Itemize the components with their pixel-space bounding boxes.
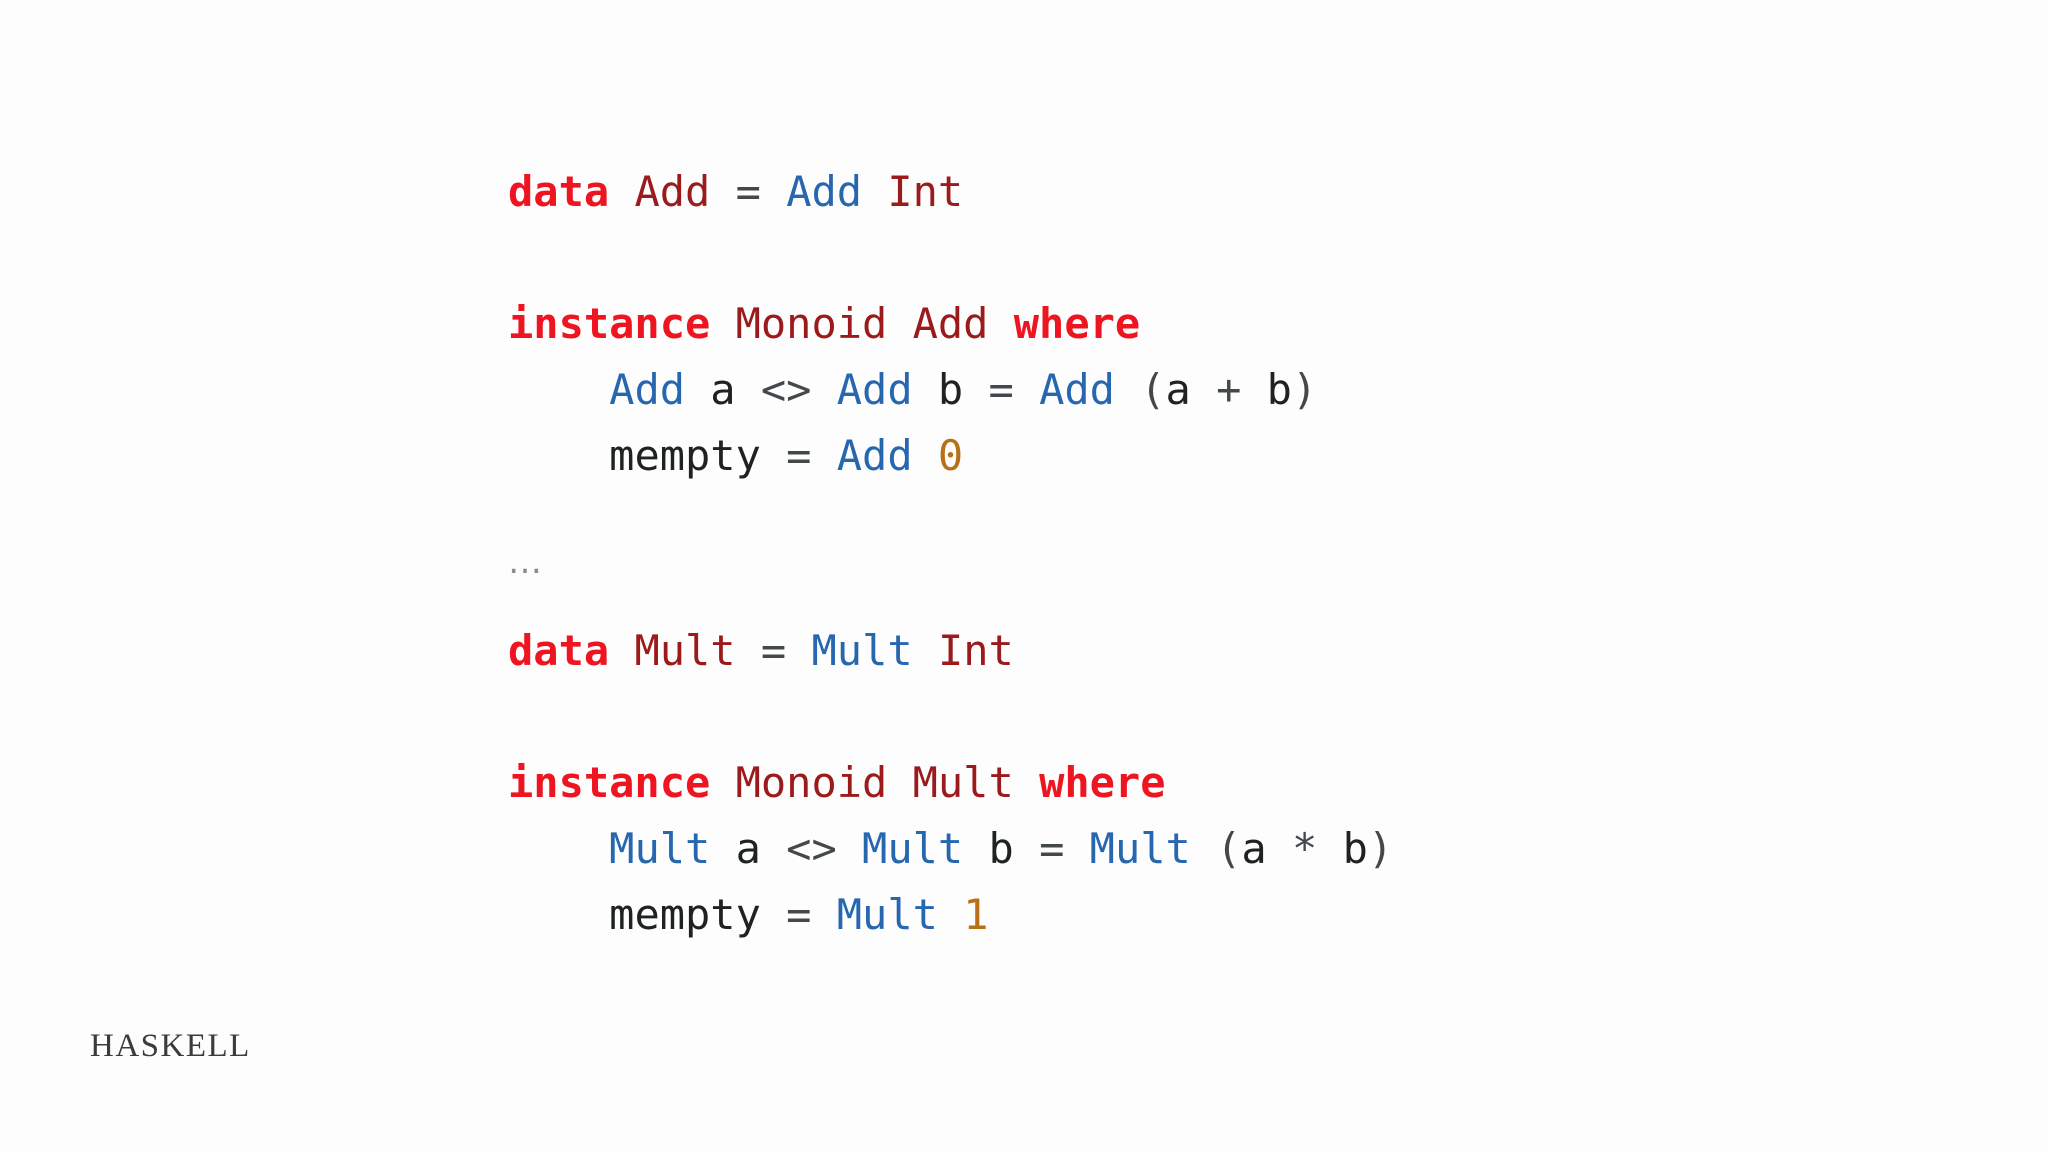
code-token-type: Int [937, 626, 1014, 675]
code-line: Add a <> Add b = Add (a + b) [508, 357, 1393, 423]
code-ellipsis-line: … [508, 529, 1393, 595]
code-token-plain [1014, 365, 1039, 414]
code-token-constructor: Mult [836, 890, 938, 939]
code-line: data Mult = Mult Int [508, 618, 1393, 684]
code-token-type: Monoid [735, 299, 888, 348]
code-token-plain [837, 824, 862, 873]
code-token-keyword: instance [508, 299, 711, 348]
code-token-plain [508, 890, 609, 939]
code-token-plain [1064, 824, 1089, 873]
code-token-type: Add [634, 167, 711, 216]
code-token-type: Int [887, 167, 964, 216]
code-token-plain: a [710, 824, 787, 873]
code-token-plain [508, 365, 609, 414]
code-token-constructor: Mult [1089, 824, 1191, 873]
code-token-plain [609, 167, 634, 216]
code-token-keyword: data [508, 167, 610, 216]
code-token-operator: ( [1140, 365, 1166, 414]
code-token-operator: <> [786, 824, 837, 873]
code-token-operator: ) [1367, 824, 1394, 873]
code-token-plain: b [1317, 824, 1368, 873]
code-token-constructor: Add [836, 365, 913, 414]
code-token-plain: b [1241, 365, 1292, 414]
code-token-plain [887, 299, 912, 348]
code-token-operator: = [760, 626, 787, 675]
code-token-plain: a [685, 365, 761, 414]
code-token-keyword: where [1013, 299, 1141, 348]
code-token-plain [988, 299, 1013, 348]
code-line [508, 225, 1393, 291]
code-token-plain [710, 758, 735, 807]
code-token-plain [1115, 365, 1140, 414]
code-token-operator: <> [760, 365, 812, 414]
code-line [508, 684, 1393, 750]
code-token-operator: = [735, 167, 761, 216]
code-token-keyword: data [508, 626, 610, 675]
code-token-plain: mempty [609, 431, 787, 480]
code-token-muted: … [508, 542, 544, 582]
code-token-type: Mult [912, 758, 1014, 807]
code-token-plain [811, 365, 836, 414]
code-token-plain [811, 890, 836, 939]
code-block: data Add = Add Int instance Monoid Add w… [508, 159, 1393, 948]
code-token-plain [862, 167, 887, 216]
code-token-plain [786, 626, 811, 675]
code-token-plain [913, 431, 938, 480]
code-token-plain [913, 626, 938, 675]
code-line: instance Monoid Mult where [508, 750, 1393, 816]
code-token-plain: mempty [609, 890, 787, 939]
code-token-plain [761, 167, 786, 216]
code-line: mempty = Add 0 [508, 423, 1393, 489]
code-token-operator: + [1216, 365, 1242, 414]
code-token-plain [1014, 758, 1039, 807]
code-token-plain [710, 299, 735, 348]
code-token-operator: = [786, 431, 812, 480]
code-token-constructor: Add [786, 167, 863, 216]
code-token-operator: = [988, 365, 1014, 414]
code-token-operator: ) [1291, 365, 1318, 414]
code-line: mempty = Mult 1 [508, 882, 1393, 948]
code-token-operator: ( [1216, 824, 1242, 873]
code-token-constructor: Add [1039, 365, 1115, 414]
code-line: Mult a <> Mult b = Mult (a * b) [508, 816, 1393, 882]
code-token-keyword: instance [508, 758, 711, 807]
code-token-constructor: Mult [811, 626, 913, 675]
code-token-operator: = [786, 890, 812, 939]
code-token-plain [609, 626, 634, 675]
code-token-plain: a [1241, 824, 1292, 873]
code-token-plain: b [912, 365, 989, 414]
code-token-plain [811, 431, 836, 480]
code-token-keyword: where [1039, 758, 1166, 807]
code-token-plain [887, 758, 912, 807]
code-token-type: Mult [634, 626, 736, 675]
code-token-plain: a [1165, 365, 1217, 414]
code-token-plain [710, 167, 735, 216]
code-token-constructor: Add [609, 365, 686, 414]
code-token-plain [1191, 824, 1216, 873]
language-label: HASKELL [90, 1028, 251, 1064]
code-token-operator: = [1039, 824, 1065, 873]
code-token-constructor: Mult [609, 824, 711, 873]
code-token-plain [736, 626, 761, 675]
code-token-number: 0 [937, 431, 964, 480]
code-token-plain [508, 431, 609, 480]
code-token-number: 1 [963, 890, 989, 939]
code-line: instance Monoid Add where [508, 291, 1393, 357]
code-token-operator: * [1291, 824, 1318, 873]
code-token-plain [938, 890, 963, 939]
code-token-type: Add [912, 299, 989, 348]
code-line: data Add = Add Int [508, 159, 1393, 225]
code-token-plain [508, 824, 609, 873]
code-token-type: Monoid [735, 758, 888, 807]
code-token-constructor: Mult [862, 824, 964, 873]
code-token-constructor: Add [836, 431, 913, 480]
code-token-plain: b [963, 824, 1040, 873]
